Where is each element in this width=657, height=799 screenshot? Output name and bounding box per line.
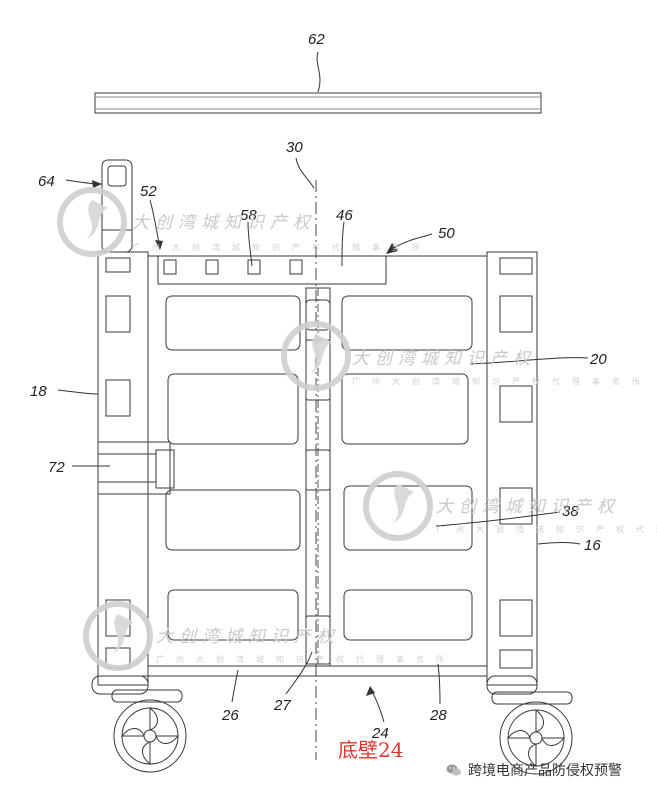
label-46: 46 bbox=[336, 207, 353, 224]
label-26: 26 bbox=[221, 707, 239, 724]
label-24: 24 bbox=[371, 725, 389, 742]
label-64: 64 bbox=[38, 173, 55, 190]
watermark-subtitle-1: 广州大创湾城知识产权代理事务所 bbox=[132, 242, 432, 252]
label-20: 20 bbox=[589, 351, 607, 368]
watermark-subtitle-4: 广州大创湾城知识产权代理事务所 bbox=[156, 654, 456, 664]
label-28: 28 bbox=[429, 707, 447, 724]
watermark-group bbox=[57, 187, 433, 671]
label-58: 58 bbox=[240, 207, 257, 224]
lid-panel bbox=[94, 92, 542, 114]
label-50: 50 bbox=[438, 225, 455, 242]
watermark-text-3: 大创湾城知识产权 bbox=[436, 497, 620, 517]
watermark-subtitle-2: 广州大创湾城知识产权代理事务所 bbox=[352, 376, 652, 386]
label-62: 62 bbox=[308, 31, 325, 48]
right-caster bbox=[486, 675, 573, 775]
reference-numerals: 62 30 64 52 58 46 50 20 18 72 38 16 26 2… bbox=[30, 31, 607, 742]
watermark-text-4: 大创湾城知识产权 bbox=[156, 627, 340, 647]
label-52: 52 bbox=[140, 183, 157, 200]
label-18: 18 bbox=[30, 383, 47, 400]
label-30: 30 bbox=[286, 139, 303, 156]
label-38: 38 bbox=[562, 503, 579, 520]
wechat-icon bbox=[446, 764, 461, 776]
label-27: 27 bbox=[273, 697, 291, 714]
credit-text: 跨境电商产品防侵权预警 bbox=[468, 763, 622, 779]
leader-lines bbox=[57, 51, 589, 723]
label-72: 72 bbox=[48, 459, 65, 476]
label-16: 16 bbox=[584, 537, 601, 554]
watermark-logo bbox=[57, 187, 433, 671]
watermark-text-1: 大创湾城知识产权 bbox=[132, 213, 316, 233]
watermark-text-2: 大创湾城知识产权 bbox=[352, 349, 536, 369]
right-side-wall bbox=[486, 251, 538, 686]
latch bbox=[97, 441, 175, 495]
credit-badge: 跨境电商产品防侵权预警 bbox=[446, 760, 622, 780]
figure-caption: 底壁24 bbox=[338, 738, 404, 762]
left-caster bbox=[91, 675, 187, 773]
watermark-subtitle-3: 广州大创湾城知识产权代理事务所 bbox=[436, 524, 657, 534]
